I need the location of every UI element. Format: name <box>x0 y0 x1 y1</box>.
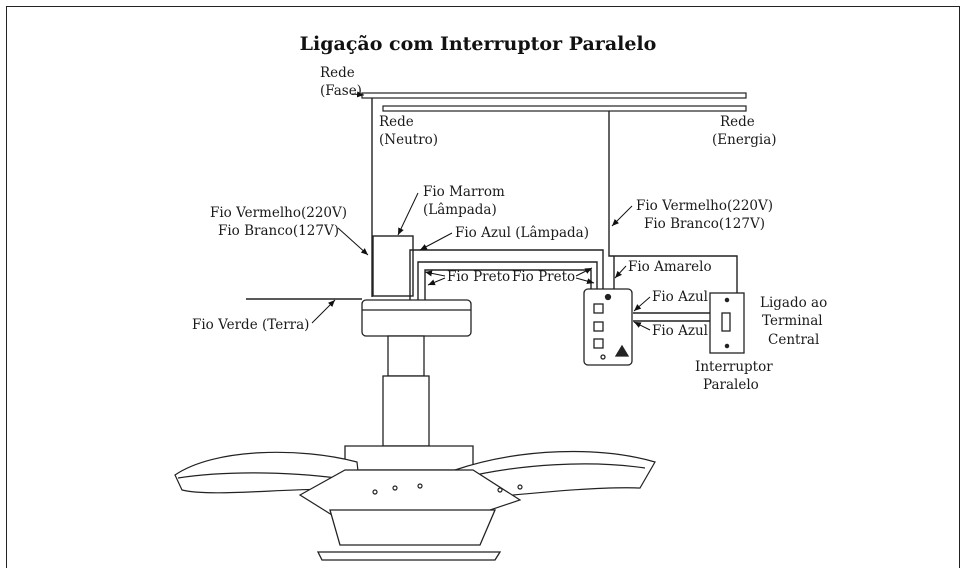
label-ligado-1: Ligado ao <box>760 295 827 311</box>
label-fio-azul-2: Fio Azul <box>652 323 708 339</box>
rail-fase <box>361 92 747 99</box>
label-rede-energia: Rede <box>720 114 755 130</box>
fan-canopy <box>361 299 472 337</box>
label-fio-azul-lampada: Fio Azul (Lâmpada) <box>455 225 589 241</box>
label-rede-neutro-sub: (Neutro) <box>379 132 438 148</box>
label-rede-neutro: Rede <box>379 114 414 130</box>
fan-motor <box>344 445 474 471</box>
label-rede-energia-sub: (Energia) <box>712 132 777 148</box>
wire-azul-lampada <box>409 249 604 300</box>
label-fio-azul-1: Fio Azul <box>652 289 708 305</box>
label-ligado-2: Terminal <box>762 313 823 329</box>
label-interruptor: Interruptor <box>695 359 773 375</box>
junction-box <box>372 235 414 297</box>
label-fio-preto-1: Fio Preto <box>447 269 510 285</box>
rail-neutro <box>382 105 747 112</box>
diagram-frame <box>6 6 960 568</box>
label-fio-vermelho-right: Fio Vermelho(220V) <box>636 198 773 214</box>
label-rede-fase: Rede <box>320 65 355 81</box>
label-rede-fase-sub: (Fase) <box>320 83 362 99</box>
receiver-module <box>583 288 633 366</box>
mains-rails <box>361 92 747 112</box>
label-fio-branco-right: Fio Branco(127V) <box>644 216 765 232</box>
fan-blades <box>174 450 656 521</box>
label-fio-amarelo: Fio Amarelo <box>628 259 712 275</box>
label-interruptor-sub: Paralelo <box>703 377 759 393</box>
label-fio-marrom-sub: (Lâmpada) <box>423 202 497 218</box>
fan-downrod <box>382 335 430 447</box>
label-fio-marrom: Fio Marrom <box>423 184 505 200</box>
label-fio-branco-left: Fio Branco(127V) <box>218 223 339 239</box>
label-ligado-3: Central <box>768 332 819 348</box>
diagram-title: Ligação com Interruptor Paralelo <box>300 33 657 55</box>
label-fio-verde: Fio Verde (Terra) <box>192 317 309 333</box>
label-fio-vermelho-left: Fio Vermelho(220V) <box>210 205 347 221</box>
label-fio-preto-2: Fio Preto <box>512 269 575 285</box>
wire-preto-a <box>417 261 598 300</box>
fan-light-bowl <box>316 509 502 561</box>
wall-switch <box>709 292 745 354</box>
